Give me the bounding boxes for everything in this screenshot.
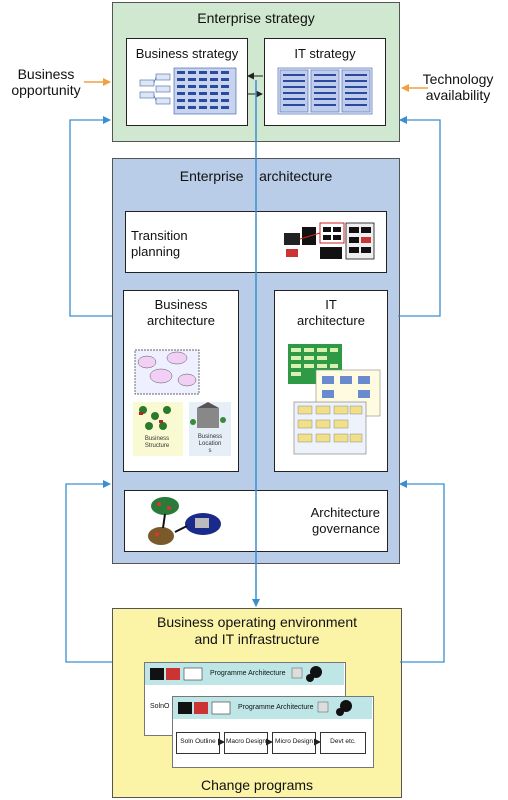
it-architecture-diagram-thumbnail [286,340,384,458]
stage-soln-outline-label: Soln Outline [180,738,216,745]
business-opportunity-label: Business opportunity [11,66,81,98]
programme-card-back-stage: SolnO [150,703,170,710]
programme-card-front-header-icons [176,699,234,717]
it-strategy-label: IT strategy [294,46,356,61]
business-strategy-label: Business strategy [135,46,239,61]
stage-devt-label: Devt etc. [330,738,356,745]
architecture-governance-label: Architecture governance [310,505,380,536]
left-upper-feedback-arrow [69,116,112,317]
business-architecture-label: Business architecture [147,297,215,328]
change-programs-label: Change programs [200,777,314,793]
operating-environment-title: Business operating environment and IT in… [156,614,357,647]
left-lower-feedback-arrow [65,480,112,663]
programme-architecture-label-front: Programme Architecture [238,704,314,711]
business-locations-caption: Business Location s [197,434,223,454]
stage-micro-design-label: Micro Design [275,738,313,745]
it-architecture-label: IT architecture [297,297,365,328]
enterprise-architecture-title: Enterprise architecture [179,168,333,184]
programme-card-back-header-icons [148,665,206,683]
right-upper-feedback-arrow [398,116,441,317]
stage-macro-design-label: Macro Design [225,738,267,745]
right-lower-feedback-arrow [399,480,445,663]
it-strategy-diagram-thumbnail [276,66,374,116]
business-structure-caption: Business Structure [144,436,170,449]
enterprise-strategy-title: Enterprise strategy [197,10,315,26]
technology-availability-label: Technology availability [422,71,494,103]
architecture-governance-diagram-thumbnail [145,494,225,548]
programme-card-front-right-icon [316,698,360,718]
transition-planning-diagram-thumbnail [282,219,378,265]
business-architecture-diagram-thumbnail [131,346,233,458]
programme-card-back-right-icon [290,664,330,684]
transition-planning-label: Transition planning [131,228,188,259]
business-strategy-diagram-thumbnail [136,66,240,116]
programme-architecture-label-back: Programme Architecture [210,670,286,677]
